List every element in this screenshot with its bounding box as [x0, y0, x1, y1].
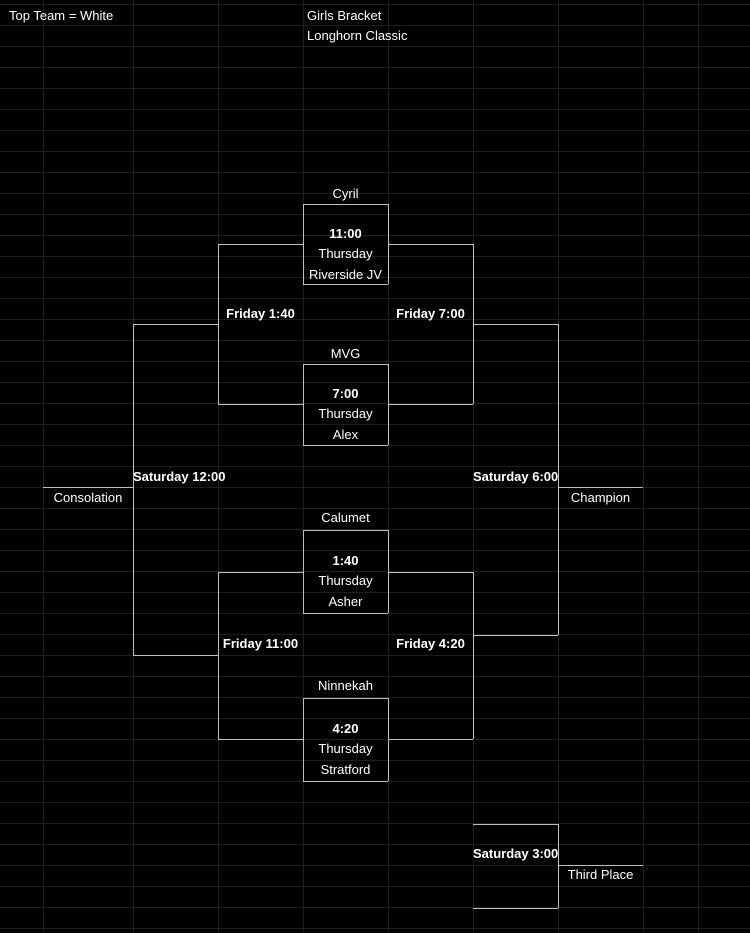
bracket-line	[473, 908, 558, 909]
game-1-day[interactable]: Thursday	[318, 246, 373, 261]
bracket-line	[303, 698, 304, 781]
winners-semi-1-time[interactable]: Friday 7:00	[396, 306, 465, 321]
game-1-bottom-team[interactable]: Riverside JV	[309, 267, 382, 282]
bracket-line	[473, 572, 474, 739]
bracket-line	[388, 404, 473, 405]
column-divider	[698, 0, 699, 933]
game-4-day[interactable]: Thursday	[318, 741, 373, 756]
bracket-title[interactable]: Girls Bracket	[307, 8, 382, 23]
bracket-line	[388, 739, 473, 740]
bracket-line	[218, 572, 303, 573]
bracket-line	[473, 635, 558, 636]
game-2-day[interactable]: Thursday	[318, 406, 373, 421]
bracket-line	[303, 204, 388, 205]
third-place-game-time[interactable]: Saturday 3:00	[473, 846, 559, 861]
third-place-cell[interactable]: Third Place	[567, 867, 634, 882]
game-3-day[interactable]: Thursday	[318, 573, 373, 588]
bracket-line	[388, 244, 473, 245]
column-divider	[218, 0, 219, 933]
bracket-line	[558, 824, 559, 908]
bracket-line	[218, 244, 219, 404]
game-3-time[interactable]: 1:40	[332, 553, 359, 568]
game-2-bottom-team[interactable]: Alex	[332, 427, 359, 442]
consolation-semi-1-time[interactable]: Friday 1:40	[226, 306, 295, 321]
column-divider	[303, 0, 304, 933]
bracket-line	[218, 572, 219, 739]
consolation-final-time[interactable]: Saturday 12:00	[133, 469, 226, 484]
game-2-top-team[interactable]: MVG	[330, 346, 361, 361]
column-divider	[43, 0, 44, 933]
game-4-time[interactable]: 4:20	[332, 721, 359, 736]
bracket-line	[218, 739, 303, 740]
consolation-semi-2-time[interactable]: Friday 11:00	[222, 636, 299, 651]
game-1-time[interactable]: 11:00	[329, 226, 362, 241]
bracket-line	[558, 865, 643, 866]
bracket-line	[133, 487, 134, 655]
bracket-line	[558, 324, 559, 487]
bracket-line	[388, 530, 389, 613]
bracket-line	[303, 530, 304, 613]
game-4-bottom-team[interactable]: Stratford	[320, 762, 371, 777]
game-3-top-team[interactable]: Calumet	[321, 510, 370, 525]
bracket-line	[218, 244, 303, 245]
game-3-bottom-team[interactable]: Asher	[328, 594, 363, 609]
bracket-line	[303, 613, 388, 614]
bracket-line	[303, 781, 388, 782]
bracket-line	[133, 324, 218, 325]
bracket-line	[303, 698, 388, 699]
column-divider	[643, 0, 644, 933]
game-2-time[interactable]: 7:00	[332, 386, 359, 401]
bracket-line	[388, 572, 473, 573]
column-divider	[388, 0, 389, 933]
bracket-line	[303, 364, 388, 365]
game-4-top-team[interactable]: Ninnekah	[318, 678, 373, 693]
championship-final-time[interactable]: Saturday 6:00	[473, 469, 559, 484]
bracket-line	[473, 324, 558, 325]
bracket-line	[303, 530, 388, 531]
champion-cell[interactable]: Champion	[570, 490, 631, 505]
column-divider	[473, 0, 474, 933]
tournament-name[interactable]: Longhorn Classic	[307, 28, 408, 43]
bracket-line	[303, 445, 388, 446]
bracket-line	[43, 487, 133, 488]
bracket-line	[133, 655, 218, 656]
bracket-line	[558, 487, 643, 488]
bracket-line	[558, 487, 559, 635]
game-1-top-team[interactable]: Cyril	[332, 186, 359, 201]
bracket-line	[303, 284, 388, 285]
team-color-note[interactable]: Top Team = White	[9, 8, 114, 23]
bracket-line	[473, 824, 558, 825]
bracket-line	[133, 324, 134, 487]
bracket-line	[303, 364, 304, 445]
consolation-winner-cell[interactable]: Consolation	[53, 490, 123, 505]
bracket-line	[218, 404, 303, 405]
winners-semi-2-time[interactable]: Friday 4:20	[396, 636, 465, 651]
bracket-line	[303, 204, 304, 284]
